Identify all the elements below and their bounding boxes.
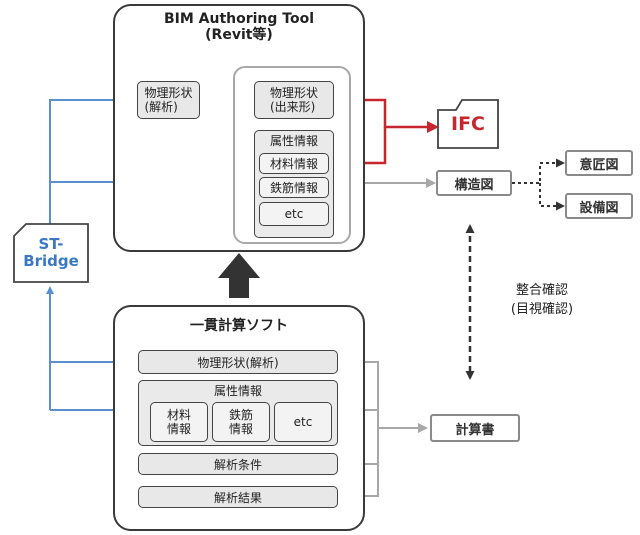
- consistency-line1: 整合確認: [515, 283, 568, 298]
- bim-material-box: 材料情報: [259, 153, 329, 174]
- soft-analysis-result-box: 解析結果: [138, 486, 338, 508]
- bim-title-line2: (Revit等): [205, 27, 273, 44]
- ifc-label: IFC: [451, 113, 485, 135]
- bim-rebar-box: 鉄筋情報: [259, 177, 329, 198]
- structure-to-design-arrow: [512, 158, 565, 184]
- bim-title-line1: BIM Authoring Tool: [163, 11, 315, 27]
- consistency-line2: (目視確認): [510, 301, 574, 317]
- equipment-drawing-box: 設備図: [565, 193, 633, 219]
- bim-phys-analysis-box: 物理形状 (解析): [137, 81, 200, 119]
- up-arrow-shaft: [229, 278, 249, 298]
- dotted-arrows: [512, 158, 565, 211]
- stbridge-to-phys-analysis-arrow: [49, 96, 137, 226]
- ifc-folder-icon: [437, 99, 499, 149]
- consistency-label: 整合確認 (目視確認): [492, 282, 592, 320]
- design-drawing-box: 意匠図: [565, 150, 633, 176]
- up-arrow-head: [218, 253, 260, 278]
- structure-drawing-box: 構造図: [436, 170, 512, 196]
- soft-phys-analysis-box: 物理形状(解析): [138, 350, 338, 374]
- bim-title: BIM Authoring Tool (Revit等): [113, 11, 365, 43]
- soft-analysis-condition-box: 解析条件: [138, 453, 338, 475]
- bim-etc-box: etc: [259, 202, 329, 226]
- soft-attr-title: 属性情報: [213, 384, 262, 398]
- bim-attr-title: 属性情報: [269, 134, 318, 148]
- structure-to-equipment-arrow: [539, 183, 565, 211]
- soft-material-box: 材料 情報: [150, 402, 208, 442]
- soft-rebar-box: 鉄筋 情報: [212, 402, 270, 442]
- bim-phys-output-box: 物理形状 (出来形): [254, 81, 334, 119]
- calc-doc-box: 計算書: [430, 414, 520, 442]
- stbridge-document-icon: [13, 223, 89, 283]
- soft-etc-box: etc: [274, 402, 332, 442]
- stbridge-label: ST- Bridge: [23, 235, 79, 270]
- soft-title: 一貫計算ソフト: [190, 318, 288, 334]
